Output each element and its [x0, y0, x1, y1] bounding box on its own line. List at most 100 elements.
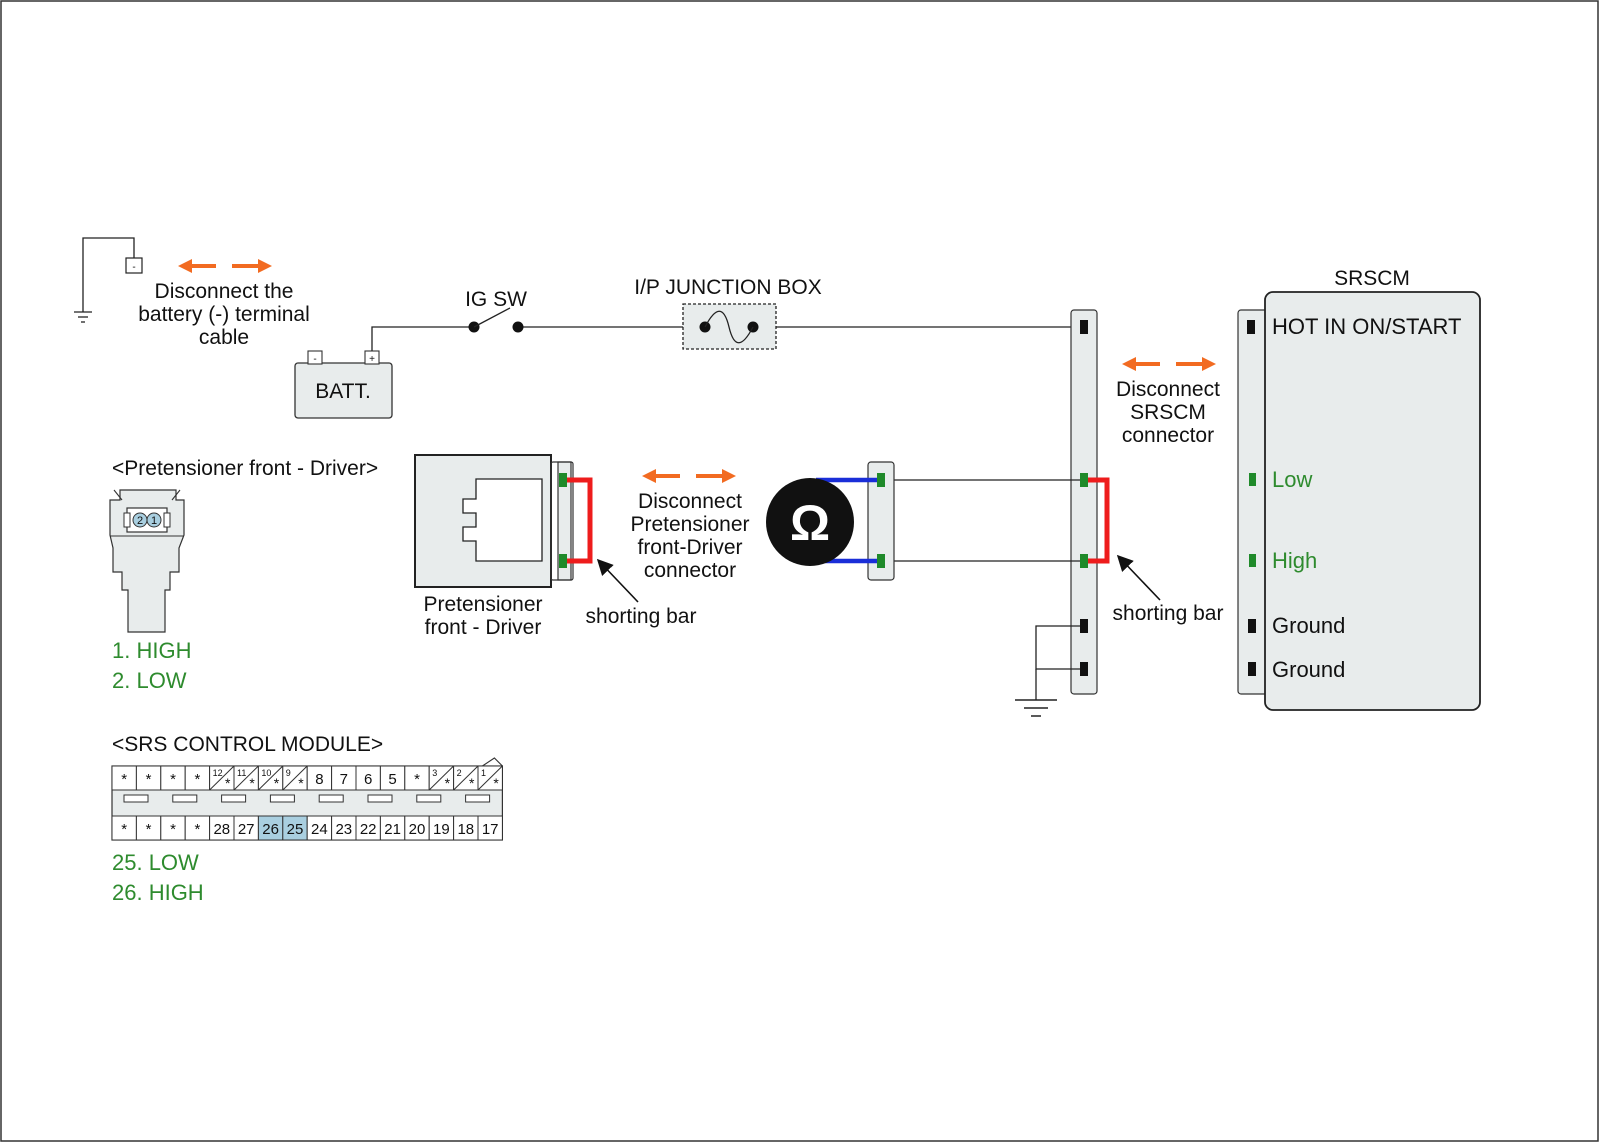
battery-neg-label: -	[313, 354, 316, 365]
pretensioner-label-line2: front - Driver	[425, 616, 542, 639]
srs-pin-cell	[379, 815, 406, 841]
pretensioner-disconnect-line4: connector	[644, 559, 736, 582]
srs-pin-number: 1	[481, 768, 486, 778]
srscm-pin-ground-1	[1248, 619, 1256, 633]
srs-pin-label: 7	[340, 771, 348, 788]
srs-pin-label: 20	[409, 821, 426, 838]
battery-label: BATT.	[315, 380, 371, 403]
srs-pin-cell	[331, 815, 357, 841]
srs-pin-label: 24	[311, 821, 328, 838]
shorting-bar-right-label: shorting bar	[1113, 602, 1224, 625]
srs-pin-cell	[404, 765, 430, 791]
ground-wires	[1035, 625, 1080, 670]
shorting-bar-right	[1088, 477, 1110, 564]
srs-pin-label: 27	[238, 821, 255, 838]
srs-pin-label: 23	[335, 821, 352, 838]
srs-pin-cell	[331, 765, 357, 791]
srs-pin-cell	[306, 815, 333, 841]
pin-ground-1	[1080, 619, 1088, 633]
srs-pin-cell	[355, 765, 381, 791]
srs-pin-cell	[111, 765, 137, 791]
ig-switch-label: IG SW	[465, 288, 527, 311]
srscm-title: SRSCM	[1334, 267, 1410, 290]
srs-pin-label: 19	[433, 821, 450, 838]
srscm-pin-ground1-label: Ground	[1272, 613, 1345, 638]
srs-pin-label: 21	[384, 821, 401, 838]
srs-pin-number: 10	[261, 768, 271, 778]
srs-legend-1: 25. LOW	[112, 850, 199, 875]
srs-pin-number: 2	[457, 768, 462, 778]
srs-pin-cell	[428, 815, 455, 841]
ground-symbol	[1015, 699, 1057, 717]
srs-pin-unused: *	[445, 775, 451, 791]
srs-legend-2: 26. HIGH	[112, 880, 204, 905]
srscm-disconnect-line3: connector	[1122, 424, 1214, 447]
pretensioner-disconnect-line3: front-Driver	[637, 536, 742, 559]
srs-pin-label: *	[170, 771, 176, 788]
pretensioner-connector-face: 2 1	[109, 489, 185, 633]
srs-pin-number: 3	[432, 768, 437, 778]
srs-pin-label: *	[121, 771, 127, 788]
pretensioner-disconnect-line2: Pretensioner	[630, 513, 749, 536]
srs-pin-label: 28	[213, 821, 230, 838]
srs-pin-unused: *	[493, 775, 499, 791]
meter-probe-pin-2	[877, 554, 885, 568]
srscm-pin-ground-2	[1248, 662, 1256, 676]
srscm-disconnect-line2: SRSCM	[1130, 401, 1206, 424]
srscm-connector	[1237, 309, 1269, 695]
srs-pin-label: 25	[287, 821, 304, 838]
srs-pin-label: *	[146, 771, 152, 788]
srscm-box	[1264, 291, 1481, 711]
harness-connector	[1070, 309, 1098, 695]
srs-pin-unused: *	[298, 775, 304, 791]
srs-pin-label: *	[194, 771, 200, 788]
srs-pin-number: 12	[213, 768, 223, 778]
srs-pin-cell	[160, 815, 186, 841]
srs-pin-cell	[160, 765, 186, 791]
shorting-bar-right-pointer	[1116, 554, 1161, 601]
neg-terminal-label: -	[132, 262, 135, 273]
ig-switch	[468, 307, 524, 333]
srs-pin-label: 22	[360, 821, 377, 838]
meter-probe-connector	[867, 461, 895, 581]
srs-pin-label: 26	[262, 821, 279, 838]
pretensioner-pin-1: 1	[151, 515, 157, 527]
srs-pin-number: 11	[237, 768, 246, 778]
battery-pos-label: +	[369, 354, 375, 365]
pin-low	[1080, 473, 1088, 487]
srs-pin-label: *	[121, 821, 127, 838]
ohmmeter-icon	[766, 478, 854, 566]
srs-pin-label: *	[170, 821, 176, 838]
srscm-disconnect-line1: Disconnect	[1116, 378, 1220, 401]
pretensioner-disconnect-line1: Disconnect	[638, 490, 742, 513]
srs-pin-unused: *	[225, 775, 231, 791]
battery-disconnect-line1: Disconnect the	[155, 280, 294, 303]
srscm-pin-low	[1249, 473, 1256, 486]
pretensioner-view-title: <Pretensioner front - Driver>	[112, 457, 378, 480]
battery-terminal-symbol: -	[74, 237, 143, 323]
srs-pin-label: 5	[388, 771, 396, 788]
srs-pin-unused: *	[469, 775, 475, 791]
srs-pin-cell	[453, 815, 479, 841]
battery-disconnect-line3: cable	[199, 326, 249, 349]
meter-probe-pin-1	[877, 473, 885, 487]
srscm-pin-hot	[1247, 320, 1255, 334]
srs-pin-cell	[257, 815, 284, 841]
pretensioner-disconnect-arrows	[642, 469, 736, 483]
srs-pin-unused: *	[249, 775, 255, 791]
srs-pin-unused: *	[274, 775, 280, 791]
srscm-pin-high-label: High	[1272, 548, 1317, 573]
shorting-bar-left-label: shorting bar	[586, 605, 697, 628]
srs-pin-cell	[209, 815, 235, 841]
srs-pin-label: 17	[482, 821, 499, 838]
ohm-symbol: Ω	[790, 495, 830, 551]
srscm-pin-high	[1249, 554, 1256, 567]
srs-pin-label: 6	[364, 771, 372, 788]
srscm-pin-low-label: Low	[1272, 467, 1312, 492]
pretensioner-unit	[414, 454, 574, 588]
srs-pin-label: *	[194, 821, 200, 838]
junction-box-label: I/P JUNCTION BOX	[634, 276, 821, 299]
srs-pin-number: 9	[286, 768, 291, 778]
battery: - + BATT.	[294, 350, 393, 419]
